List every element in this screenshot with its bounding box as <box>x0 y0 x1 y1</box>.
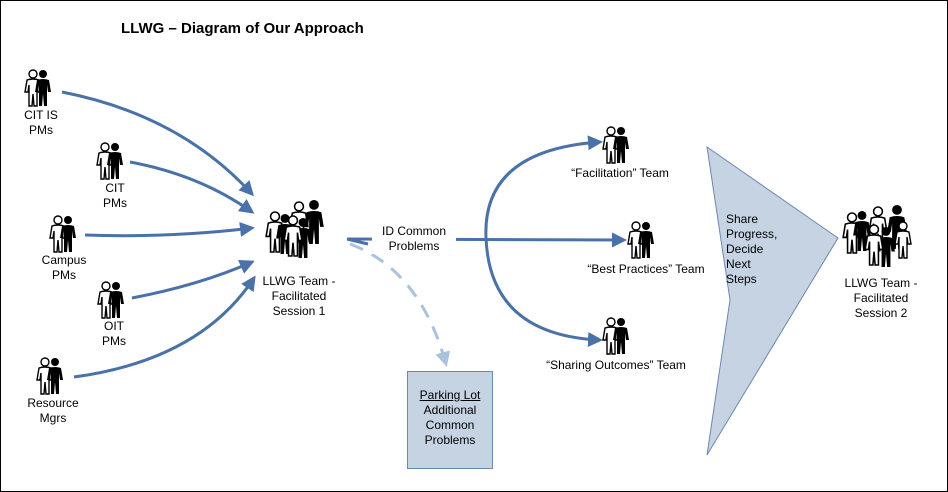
parking-lot-line: Additional <box>423 403 477 417</box>
source-label-cit: CIT PMs <box>89 181 141 211</box>
arrow-parking-lot <box>349 242 451 367</box>
figure-oit <box>97 281 124 319</box>
source-label-line: PMs <box>102 334 126 348</box>
session-1-label: LLWG Team - Facilitated Session 1 <box>256 274 342 319</box>
session-2-line: Session 2 <box>854 306 908 320</box>
source-label-resource: Resource Mgrs <box>20 396 86 426</box>
parking-lot-heading: Parking Lot <box>419 388 481 402</box>
figure-group-session-1 <box>265 200 324 258</box>
share-line: Next <box>726 257 751 271</box>
source-label-line: CIT IS <box>24 108 58 122</box>
source-label-line: PMs <box>52 268 76 282</box>
source-label-line: PMs <box>29 123 53 137</box>
source-label-oit: OIT PMs <box>88 319 140 349</box>
id-common-line: Problems <box>388 239 440 253</box>
source-label-line: CIT <box>105 181 125 195</box>
session-2-line: LLWG Team - <box>844 276 918 290</box>
parking-lot-line: Common <box>425 418 475 432</box>
source-label-line: Resource <box>27 396 79 410</box>
source-label-line: OIT <box>104 319 124 333</box>
arrow-oit <box>131 259 255 300</box>
share-line: Share <box>726 212 759 226</box>
parking-lot-line: Problems <box>424 433 476 447</box>
arrow-cit <box>129 160 255 214</box>
parking-lot-box: Parking Lot Additional Common Problems <box>407 371 493 469</box>
figure-resource <box>36 357 63 395</box>
figure-sharing-outcomes <box>602 317 629 355</box>
source-label-line: Mgrs <box>39 411 67 425</box>
figure-group-session-2 <box>842 205 912 267</box>
arrow-cit-is <box>61 90 255 197</box>
session-2-line: Facilitated <box>853 291 909 305</box>
team-label-sharing-outcomes: “Sharing Outcomes” Team <box>546 358 686 372</box>
arrow-line-to-id <box>346 237 369 246</box>
team-label-best-practices: “Best Practices” Team <box>587 262 705 276</box>
session-2-label: LLWG Team - Facilitated Session 2 <box>836 276 926 321</box>
figure-facilitation <box>602 126 629 164</box>
arrow-resource <box>73 275 256 379</box>
share-line: Decide <box>726 242 764 256</box>
source-label-line: PMs <box>103 196 127 210</box>
id-common-line: ID Common <box>381 224 446 238</box>
diagram-title: LLWG – Diagram of Our Approach <box>121 20 364 37</box>
session-1-line: Session 1 <box>272 304 326 318</box>
figure-campus <box>49 215 76 253</box>
share-line: Progress, <box>726 227 778 241</box>
source-label-cit-is: CIT IS PMs <box>15 108 67 138</box>
session-1-line: Facilitated <box>271 289 327 303</box>
share-line: Steps <box>726 272 757 286</box>
share-chevron <box>706 145 839 456</box>
figure-cit-is <box>24 69 51 107</box>
source-arrows <box>61 90 256 379</box>
source-label-campus: Campus PMs <box>34 253 94 283</box>
session-1-line: LLWG Team - <box>262 274 336 288</box>
id-common-problems-label: ID Common Problems <box>372 224 456 254</box>
source-label-line: Campus <box>41 253 87 267</box>
team-label-facilitation: “Facilitation” Team <box>571 166 669 180</box>
arrow-facilitation <box>484 135 603 239</box>
arrow-sharing-outcomes <box>484 237 603 347</box>
figure-best-practices <box>627 221 654 259</box>
share-progress-label: Share Progress, Decide Next Steps <box>726 212 782 287</box>
figure-cit <box>96 142 123 180</box>
arrow-campus <box>84 222 255 238</box>
